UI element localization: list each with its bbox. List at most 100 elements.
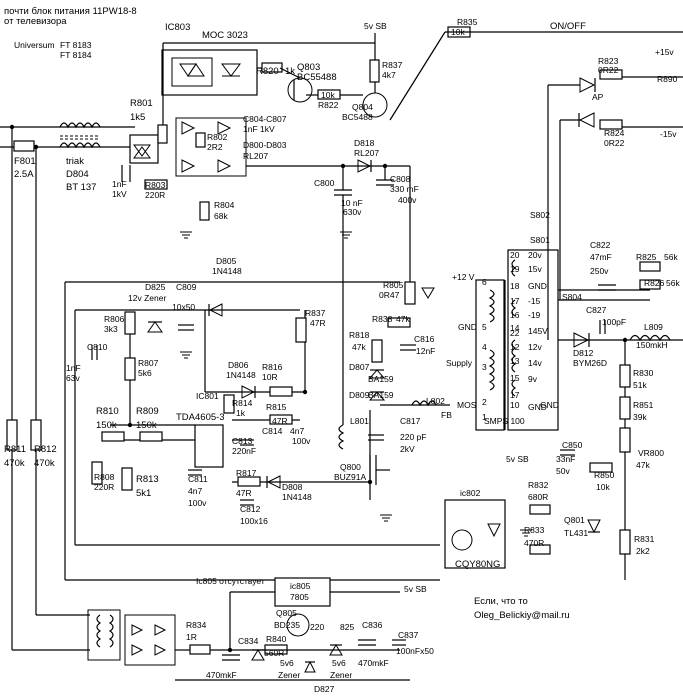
label-r822: R822 xyxy=(318,100,339,110)
label-m15: -15v xyxy=(660,129,677,139)
r811-r812 xyxy=(6,419,42,451)
label-r805v: 0R47 xyxy=(379,290,400,300)
c827 xyxy=(599,320,606,334)
label-r832v: 680R xyxy=(528,492,548,502)
label-q801t: TL431 xyxy=(564,528,588,538)
label-d812t: BYM26D xyxy=(573,358,607,368)
label-r826: R826 xyxy=(644,278,665,288)
c-1nf xyxy=(121,165,131,182)
r824 xyxy=(599,119,623,130)
label-c822v1: 47mF xyxy=(590,252,612,262)
label-p12: +12 V xyxy=(452,272,475,282)
t_pins_right-11: 10 xyxy=(510,400,520,410)
label-r814v: 1k xyxy=(236,408,246,418)
label-c850v2: 50v xyxy=(556,466,570,476)
t_pins_left-1: 5 xyxy=(482,322,487,332)
label-fb: FB xyxy=(441,410,452,420)
l809 xyxy=(629,334,671,342)
label-r801v: 1k5 xyxy=(130,112,145,123)
label-ap: AP xyxy=(592,92,604,102)
r833 xyxy=(529,544,551,555)
label-c822v2: 250v xyxy=(590,266,609,276)
label-ic801: IC801 xyxy=(196,391,219,401)
label-c814v2: 100v xyxy=(292,436,311,446)
label-r816: R816 xyxy=(262,362,283,372)
header-text: почти блок питания 11PW18-8 от телевизор… xyxy=(4,6,137,60)
label-5vsb-top: 5v SB xyxy=(364,21,387,31)
label-c810v1: 1nF xyxy=(66,363,81,373)
mains-input-wires xyxy=(0,126,135,651)
label-r807: R807 xyxy=(138,358,159,368)
t_pins_right-1: 19 xyxy=(510,264,520,274)
label-r837-mid-v: 47R xyxy=(310,318,326,328)
label-c817: C817 xyxy=(400,416,421,426)
label-c834: C834 xyxy=(238,636,259,646)
r815 xyxy=(269,414,293,425)
t_pins_left-2: 4 xyxy=(482,342,487,352)
label-c827: C827 xyxy=(586,305,607,315)
label-r835v: 10k xyxy=(451,27,465,37)
t_pins_left-5: 1 xyxy=(482,412,487,422)
zener-1 xyxy=(251,649,265,661)
d-plus15 xyxy=(579,77,596,93)
label-r817v: 47R xyxy=(236,488,252,498)
t_pins_right-3: 17 xyxy=(510,296,520,306)
label-c808v2: 400v xyxy=(398,195,417,205)
t_taps-2: GND xyxy=(528,281,547,291)
label-d818t: RL207 xyxy=(354,148,379,158)
title-line2: от телевизора xyxy=(4,16,67,27)
r826 xyxy=(639,279,661,290)
label-r831v: 2k2 xyxy=(636,546,650,556)
label-c837: C837 xyxy=(398,630,419,640)
label-ic805-missing: Ic805 отсутствует xyxy=(196,576,265,586)
label-d818: D818 xyxy=(354,138,375,148)
l802 xyxy=(411,400,437,407)
label-c827v: 100pF xyxy=(602,317,626,327)
label-r818: R818 xyxy=(349,330,370,340)
warning-triangle xyxy=(421,287,435,299)
model1-label: FT 8183 xyxy=(60,40,92,50)
label-c834v: 470mkF xyxy=(206,670,237,680)
label-onoff: ON/OFF xyxy=(550,21,586,32)
label-z1: 5v6 xyxy=(280,658,294,668)
r832 xyxy=(529,504,551,515)
r834 xyxy=(189,644,211,655)
label-vr800: VR800 xyxy=(638,448,664,458)
label-r818v: 47k xyxy=(352,342,366,352)
r803 xyxy=(144,179,168,190)
label-c811v1: 4n7 xyxy=(188,486,202,496)
label-d827: D827 xyxy=(314,684,335,694)
feedback-right xyxy=(560,340,631,580)
label-moc: MOC 3023 xyxy=(202,30,248,41)
label-d812: D812 xyxy=(573,348,594,358)
label-c811v2: 100v xyxy=(188,498,207,508)
label-c812: C812 xyxy=(240,504,261,514)
label-q803: Q803 xyxy=(297,62,320,73)
label-r838: R838 xyxy=(372,314,393,324)
label-q804t: BC5488 xyxy=(342,112,373,122)
label-c800v2: 630v xyxy=(343,207,362,217)
label-r825: R825 xyxy=(636,252,657,262)
label-r835: R835 xyxy=(457,17,478,27)
label-c812v: 100x16 xyxy=(240,516,268,526)
label-r809v: 150k xyxy=(136,420,157,431)
caps-control xyxy=(91,324,416,506)
label-l802: L802 xyxy=(426,396,445,406)
label-r824v: 0R22 xyxy=(604,138,625,148)
top-wires xyxy=(162,31,683,125)
label-supply: Supply xyxy=(446,358,473,368)
r804 xyxy=(199,201,210,221)
label-q805: Q805 xyxy=(276,608,297,618)
label-c810: C810 xyxy=(87,342,108,352)
d806 xyxy=(241,385,256,399)
label-q803t: BC55488 xyxy=(297,72,337,83)
label-d809: D809 xyxy=(349,390,370,400)
label-c809v: 10x50 xyxy=(172,302,195,312)
label-5vsb-bot: 5v SB xyxy=(404,584,427,594)
r818 xyxy=(371,339,383,363)
r809 xyxy=(139,431,163,442)
label-gnd1: GND xyxy=(458,322,477,332)
label-c816: C816 xyxy=(414,334,435,344)
label-q804: Q804 xyxy=(352,102,373,112)
label-d807: D807 xyxy=(349,362,370,372)
